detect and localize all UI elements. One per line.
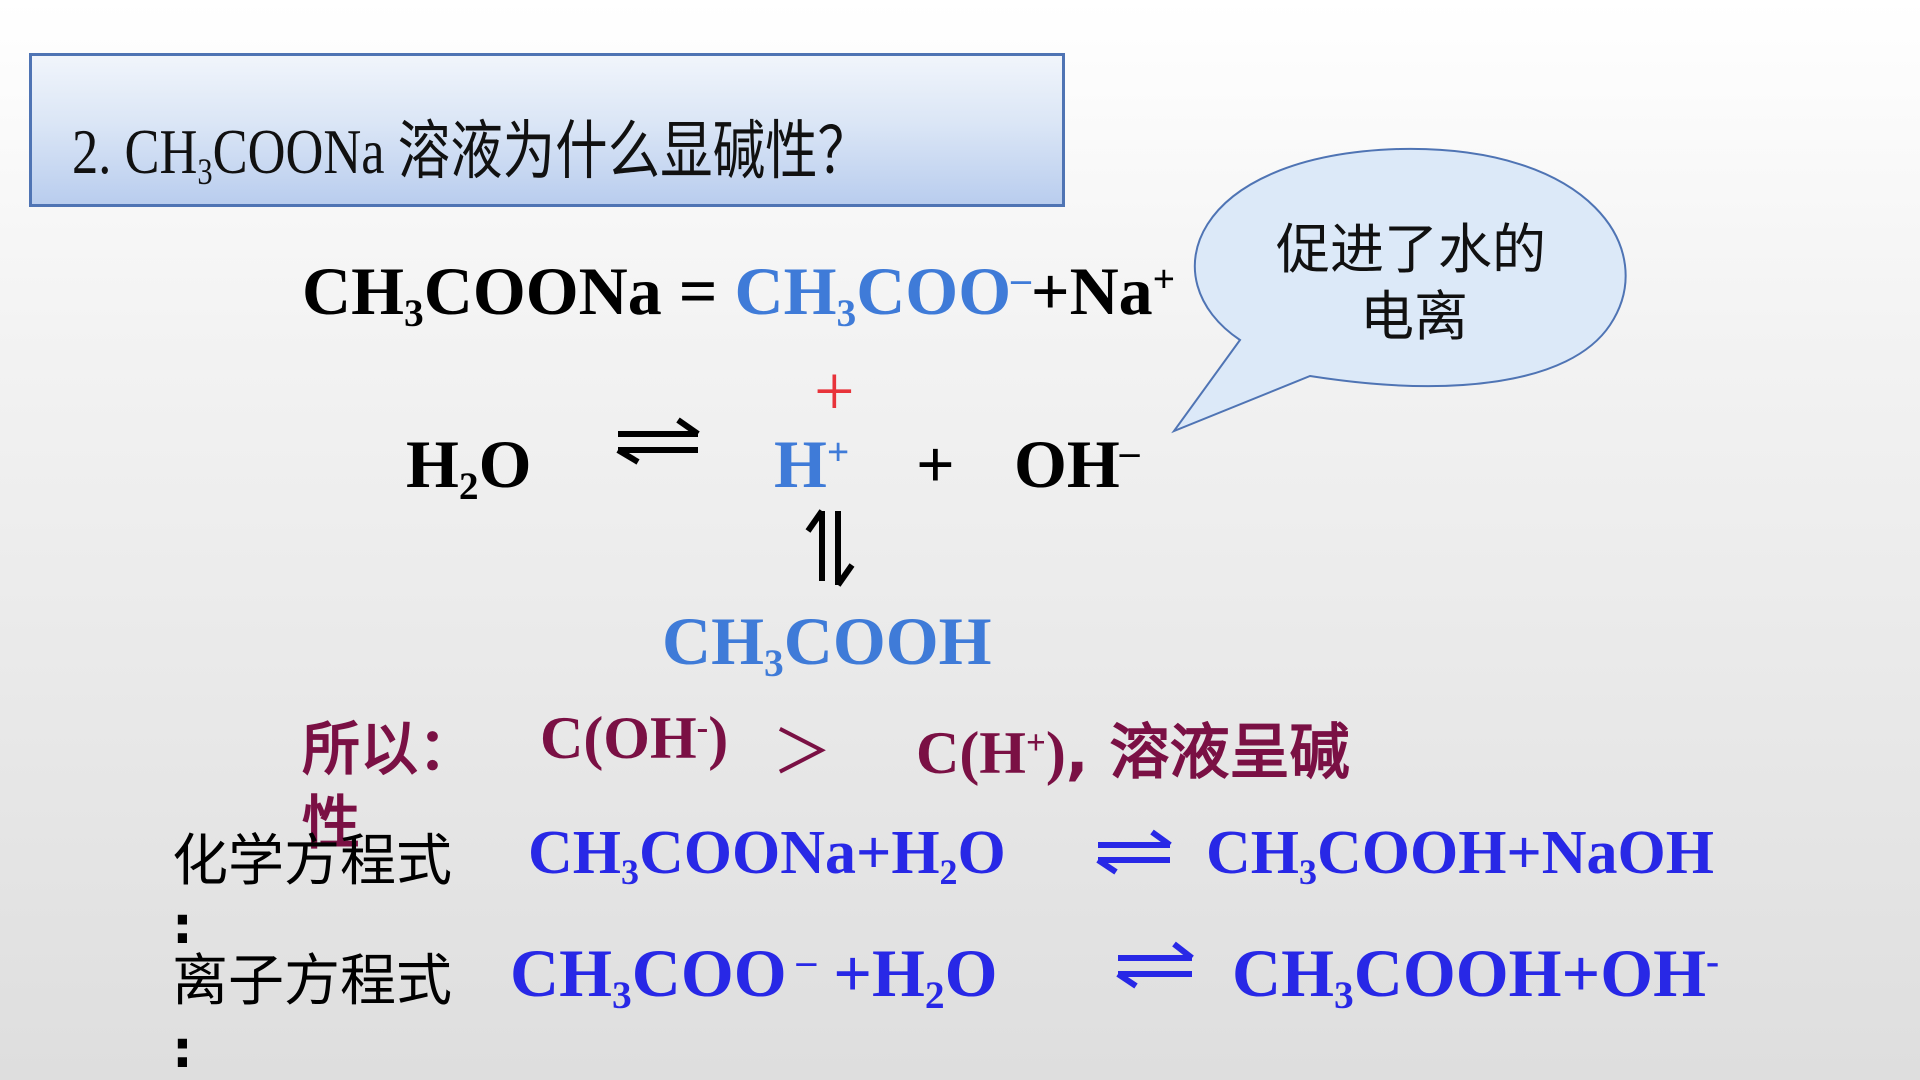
plus-sign: +	[916, 426, 955, 502]
title-box	[29, 53, 1065, 207]
slide-title: 2. CH3COONa 溶液为什么显碱性？	[72, 116, 871, 194]
ionic-equation-colon: :	[172, 1020, 193, 1080]
combine-plus-sign: +	[814, 351, 855, 431]
ionic-equation-label: 离子方程式	[172, 949, 452, 1014]
ionic-equation-rhs: CH3COOH+OH-	[1232, 935, 1720, 1017]
greater-than-sign: ＞	[772, 720, 832, 786]
speech-bubble	[1171, 147, 1627, 434]
vertical-equilibrium-arrow-icon	[805, 509, 855, 587]
equilibrium-arrow-icon	[616, 417, 700, 465]
chemical-equation-rhs: CH3COOH+NaOH	[1206, 819, 1714, 892]
chemical-equation-colon: :	[172, 896, 193, 956]
dissociation-equation: CH3COONa = CH3COO–+Na+	[302, 253, 1176, 335]
conclusion-h-concentration: C(H+), 溶液呈碱	[916, 718, 1350, 788]
hydroxide-ion: OH–	[1014, 426, 1140, 502]
bubble-line-2: 电离	[1360, 285, 1468, 348]
chemical-equation-lhs: CH3COONa+H2O	[528, 819, 1006, 892]
chemical-equilibrium-arrow-icon	[1096, 829, 1172, 875]
bubble-line-1: 促进了水的	[1276, 218, 1546, 281]
acetic-acid-product: CH3COOH	[662, 603, 992, 685]
conclusion-wrap: 性	[302, 789, 361, 857]
ionic-equation-lhs: CH3COO – +H2O	[510, 935, 998, 1017]
hydrogen-ion: H+	[774, 426, 850, 502]
conclusion-oh-concentration: C(OH-)	[540, 705, 729, 771]
ionic-equilibrium-arrow-icon	[1116, 941, 1194, 989]
water-formula: H2O	[406, 426, 532, 508]
conclusion-label: 所以：	[302, 715, 477, 783]
chemical-equation-label: 化学方程式	[172, 829, 452, 894]
